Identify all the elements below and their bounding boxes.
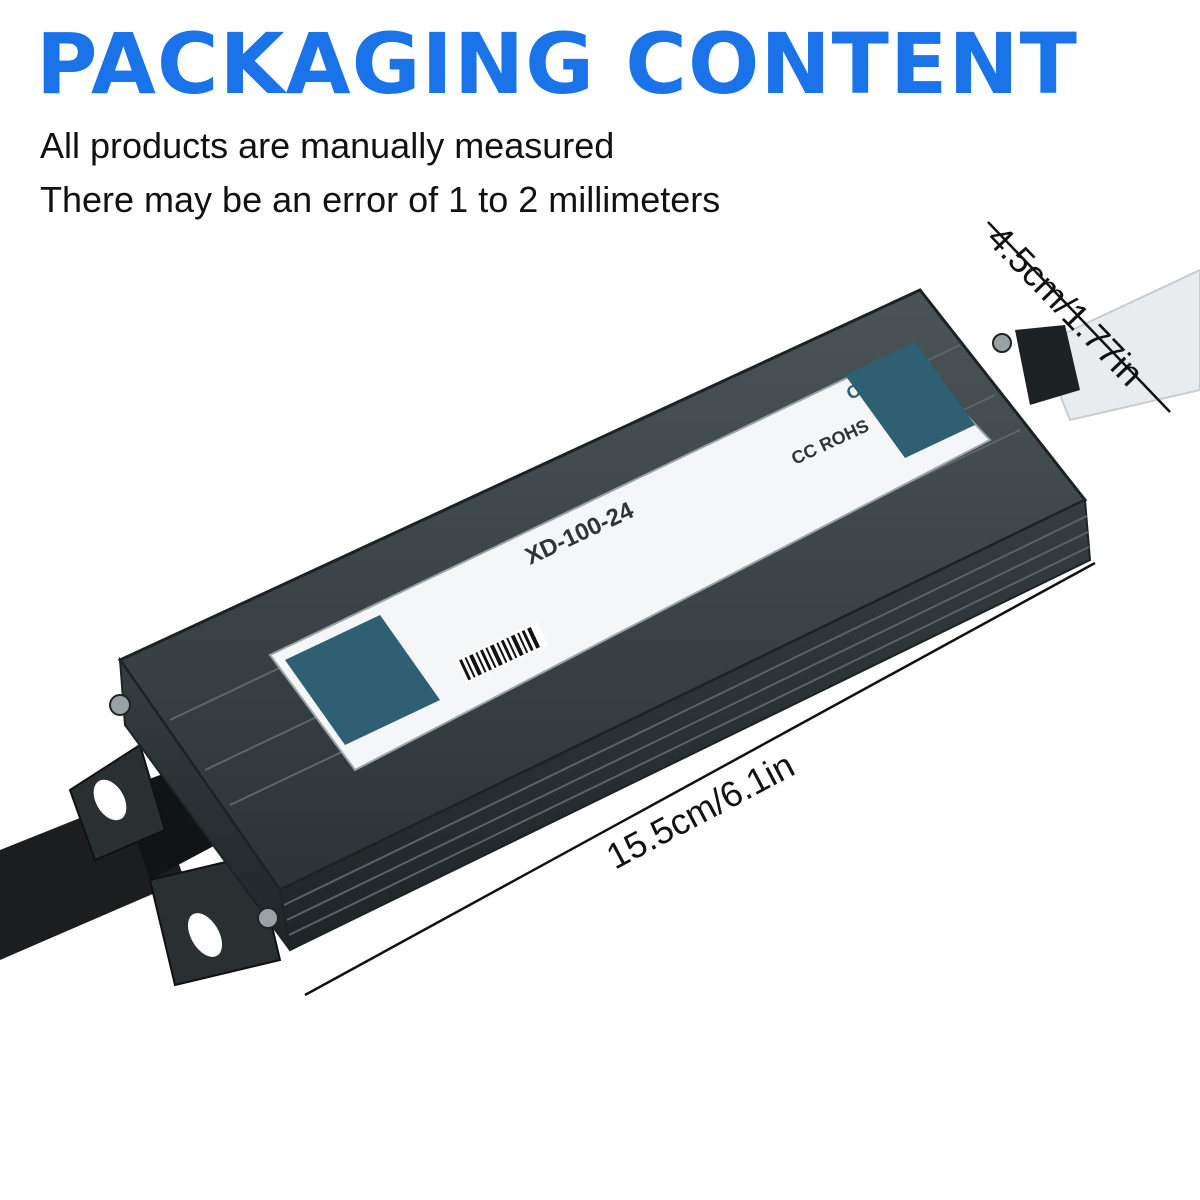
error-note: There may be an error of 1 to 2 millimet… bbox=[40, 179, 721, 220]
page-title: PACKAGING CONTENT bbox=[36, 15, 1078, 113]
screw-icon bbox=[257, 907, 279, 929]
screw-icon bbox=[992, 333, 1012, 353]
output-cable bbox=[1015, 268, 1200, 422]
measurement-note: All products are manually measured bbox=[40, 125, 615, 166]
screw-icon bbox=[109, 694, 131, 716]
barcode-icon bbox=[455, 621, 549, 684]
product-label: INPUT OUTPUT XD-100-24 CC ROHS bbox=[268, 342, 992, 772]
